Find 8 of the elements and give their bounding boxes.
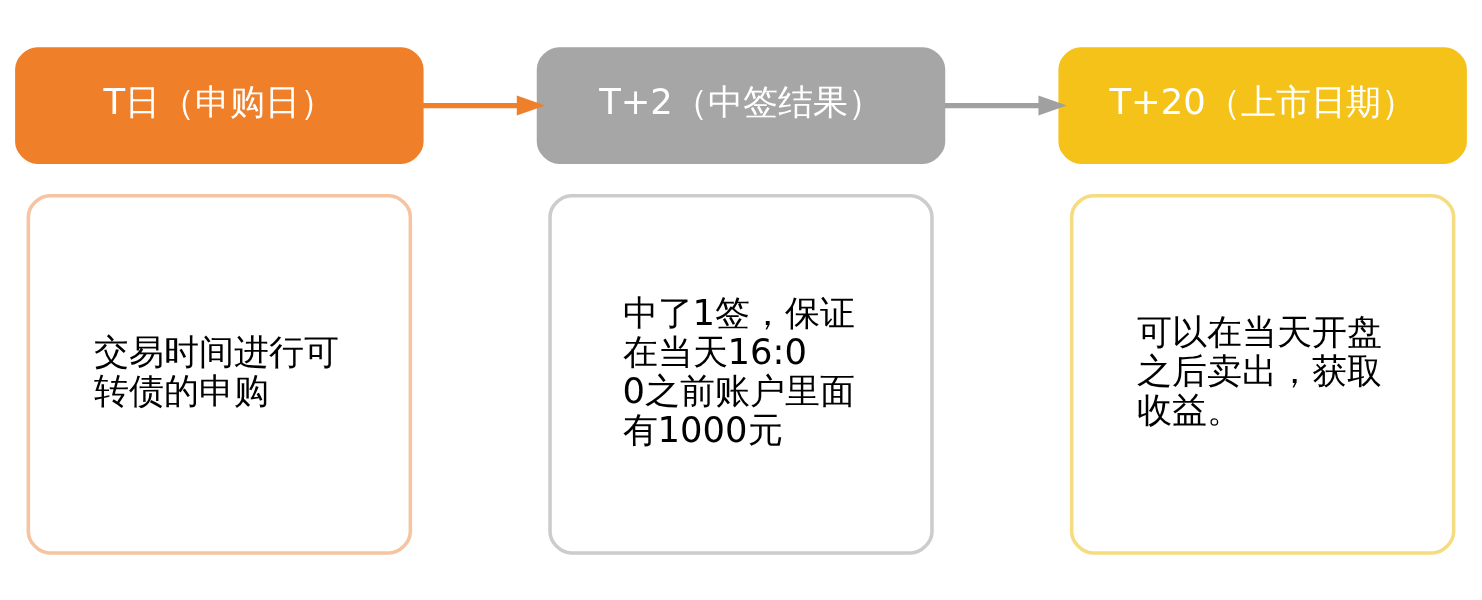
arrow <box>422 95 546 115</box>
arrow <box>944 95 1067 115</box>
node-box: 中了1签，保证在当天16:00之前账户里面有1000元 <box>548 193 934 555</box>
node-box: 可以在当天开盘之后卖出，获取收益。 <box>1069 193 1456 555</box>
node-box: 交易时间进行可转债的申购 <box>26 193 413 555</box>
node-box: T+2（中签结果） <box>536 46 946 164</box>
node-box: T日（申购日） <box>15 46 424 164</box>
node-box: T+20（上市日期） <box>1058 46 1467 164</box>
